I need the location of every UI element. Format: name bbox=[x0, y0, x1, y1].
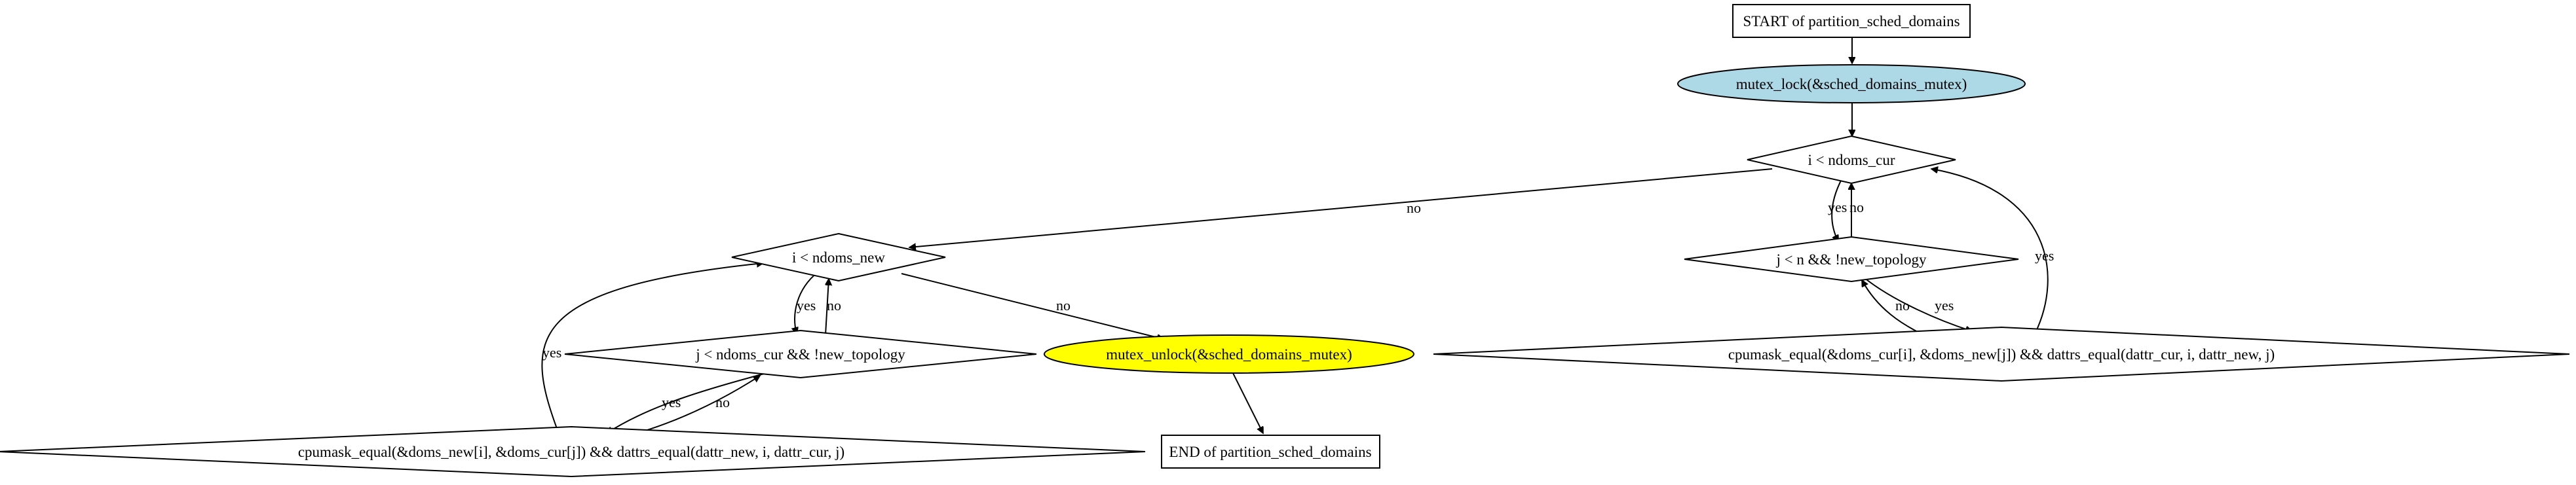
edge-label-yes: yes bbox=[1828, 199, 1847, 215]
compare-cur-new-node-label: cpumask_equal(&doms_cur[i], &doms_new[j]… bbox=[1728, 346, 2275, 363]
edge-label-no: no bbox=[1895, 297, 1910, 314]
edge-loop-j-cur-cmp-new-cur bbox=[607, 372, 767, 433]
edge-cmp-new-cur-loop-j-cur bbox=[632, 376, 760, 435]
loop-i-cur-node-label: i < ndoms_cur bbox=[1808, 152, 1895, 168]
compare-new-cur-node bbox=[0, 425, 1146, 478]
edge-loop-j-cur-loop-i-new bbox=[825, 279, 829, 336]
loop-j-cur-node-label: j < ndoms_cur && !new_topology bbox=[695, 346, 905, 363]
edge-label-yes: yes bbox=[1935, 297, 1954, 314]
edge-unlock-end bbox=[1232, 372, 1264, 433]
edge-loop-i-new-loop-j-cur bbox=[795, 272, 818, 334]
mutex-unlock-node-label: mutex_unlock(&sched_domains_mutex) bbox=[1106, 346, 1352, 363]
start-node-label: START of partition_sched_domains bbox=[1743, 13, 1960, 29]
end-node bbox=[1161, 435, 1380, 469]
loop-j-n-node bbox=[1684, 236, 2019, 283]
mutex-lock-node-label: mutex_lock(&sched_domains_mutex) bbox=[1736, 76, 1967, 92]
edge-label-yes: yes bbox=[662, 394, 681, 410]
edge-label-no: no bbox=[1056, 297, 1070, 314]
mutex-unlock-node bbox=[1044, 334, 1414, 374]
edge-label-no: no bbox=[715, 394, 730, 410]
loop-j-cur-node bbox=[564, 329, 1037, 379]
edge-label-no: no bbox=[1849, 199, 1864, 215]
edge-label-no: no bbox=[827, 297, 841, 314]
edge-label-yes: yes bbox=[542, 344, 561, 361]
loop-i-cur-node bbox=[1747, 135, 1956, 185]
loop-i-new-node bbox=[731, 232, 946, 282]
edge-loop-i-cur-loop-j-n bbox=[1831, 177, 1843, 242]
edges bbox=[541, 37, 2049, 435]
edge-labels: no yes no no yes yes yes no yes no yes n… bbox=[542, 199, 2054, 410]
edge-cmp-cur-new-loop-i-cur bbox=[1931, 169, 2049, 334]
compare-new-cur-node-label: cpumask_equal(&doms_new[i], &doms_cur[j]… bbox=[298, 444, 844, 460]
edge-label-yes: yes bbox=[797, 297, 816, 314]
edge-loop-i-cur-loop-i-new bbox=[909, 168, 1773, 247]
nodes: START of partition_sched_domains mutex_l… bbox=[0, 4, 2570, 478]
loop-j-n-node-label: j < n && !new_topology bbox=[1776, 251, 1927, 268]
edge-label-yes: yes bbox=[2035, 247, 2054, 264]
end-node-label: END of partition_sched_domains bbox=[1169, 444, 1371, 460]
edge-label-no: no bbox=[1407, 200, 1421, 216]
edge-loop-i-new-unlock bbox=[901, 273, 1164, 339]
edge-loop-j-n-cmp-cur-new bbox=[1863, 277, 1972, 331]
start-node bbox=[1732, 4, 1971, 38]
edge-cmp-new-cur-loop-i-new bbox=[541, 263, 763, 433]
loop-i-new-node-label: i < ndoms_new bbox=[792, 249, 885, 266]
compare-cur-new-node bbox=[1433, 326, 2570, 382]
mutex-lock-node bbox=[1677, 64, 2026, 103]
